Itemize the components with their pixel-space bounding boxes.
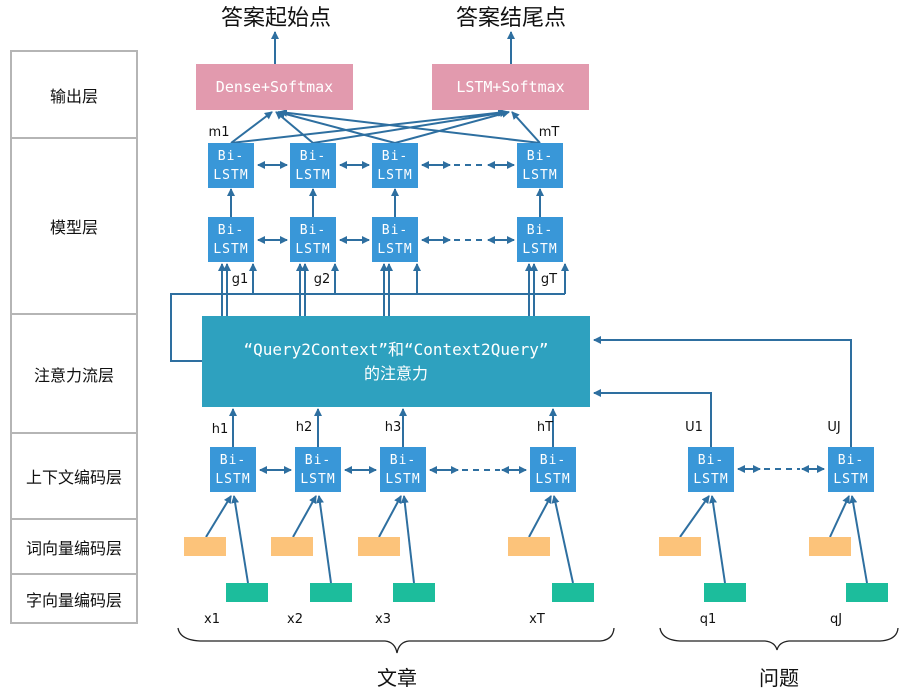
bilstm-model1-3: Bi- LSTM bbox=[372, 143, 418, 188]
char-embed-x3 bbox=[393, 583, 435, 602]
cell-line1: Bi- bbox=[526, 148, 554, 164]
label-qJ: qJ bbox=[829, 612, 843, 627]
label-UJ: UJ bbox=[827, 420, 841, 435]
label-U1: U1 bbox=[685, 420, 703, 435]
cell-line2: LSTM bbox=[522, 241, 558, 257]
label-m1: m1 bbox=[208, 125, 230, 140]
bilstm-context-2: Bi- LSTM bbox=[295, 447, 341, 492]
cell-line2: LSTM bbox=[377, 167, 413, 183]
bilstm-question-J: Bi- LSTM bbox=[828, 447, 874, 492]
label-x2: x2 bbox=[287, 612, 303, 627]
cell-line2: LSTM bbox=[213, 167, 249, 183]
cell-line1: Bi- bbox=[837, 452, 865, 468]
cell-line2: LSTM bbox=[385, 471, 421, 487]
label-g2: g2 bbox=[313, 272, 331, 287]
cell-line2: LSTM bbox=[693, 471, 729, 487]
lstm-softmax-box: LSTM+Softmax bbox=[432, 64, 589, 110]
bilstm-model1-1: Bi- LSTM bbox=[208, 143, 254, 188]
label-gT: gT bbox=[540, 272, 558, 287]
layer-char-embed: 字向量编码层 bbox=[25, 590, 122, 610]
cell-line2: LSTM bbox=[535, 471, 571, 487]
cell-line1: Bi- bbox=[219, 452, 247, 468]
cell-line1: Bi- bbox=[539, 452, 567, 468]
char-embed-qJ bbox=[846, 583, 888, 602]
bilstm-model2-2: Bi- LSTM bbox=[290, 217, 336, 262]
bilstm-model2-1: Bi- LSTM bbox=[208, 217, 254, 262]
bilstm-model2-3: Bi- LSTM bbox=[372, 217, 418, 262]
attention-flow-box: “Query2Context”和“Context2Query” 的注意力 bbox=[202, 316, 590, 407]
label-xT: xT bbox=[529, 612, 545, 627]
cell-line1: Bi- bbox=[381, 222, 409, 238]
cell-line2: LSTM bbox=[295, 167, 331, 183]
char-embed-q1 bbox=[704, 583, 746, 602]
layer-contextual-embed: 上下文编码层 bbox=[12, 434, 136, 520]
bilstm-question-1: Bi- LSTM bbox=[688, 447, 734, 492]
bilstm-context-1: Bi- LSTM bbox=[210, 447, 256, 492]
question-group-label: 问题 bbox=[759, 666, 799, 690]
layer-table: 输出层 模型层 注意力流层 上下文编码层 词向量编码层 字向量编码层 bbox=[10, 50, 138, 624]
dense-softmax-box: Dense+Softmax bbox=[196, 64, 353, 110]
char-embed-xT bbox=[552, 583, 594, 602]
cell-line1: Bi- bbox=[381, 148, 409, 164]
answer-start-title: 答案起始点 bbox=[220, 6, 332, 31]
bilstm-model1-T: Bi- LSTM bbox=[517, 143, 563, 188]
bilstm-model1-2: Bi- LSTM bbox=[290, 143, 336, 188]
label-x3: x3 bbox=[375, 612, 391, 627]
char-embed-x2 bbox=[310, 583, 352, 602]
cell-line1: Bi- bbox=[526, 222, 554, 238]
question-brace bbox=[659, 627, 899, 651]
bilstm-context-3: Bi- LSTM bbox=[380, 447, 426, 492]
cell-line2: LSTM bbox=[295, 241, 331, 257]
label-hT: hT bbox=[536, 420, 554, 435]
attention-line2: 的注意力 bbox=[363, 363, 428, 383]
layer-word-embed: 词向量编码层 bbox=[12, 520, 136, 575]
attention-line1: “Query2Context”和“Context2Query” bbox=[243, 339, 549, 359]
word-embed-x1 bbox=[184, 537, 226, 556]
cell-line1: Bi- bbox=[217, 222, 245, 238]
label-h2: h2 bbox=[295, 420, 313, 435]
context-brace bbox=[177, 627, 615, 654]
bilstm-context-T: Bi- LSTM bbox=[530, 447, 576, 492]
cell-line2: LSTM bbox=[522, 167, 558, 183]
layer-attention-flow: 注意力流层 bbox=[12, 315, 136, 434]
label-mT: mT bbox=[538, 125, 560, 140]
layer-output: 输出层 bbox=[12, 52, 136, 139]
label-g1: g1 bbox=[231, 272, 249, 287]
cell-line2: LSTM bbox=[213, 241, 249, 257]
cell-line1: Bi- bbox=[299, 222, 327, 238]
cell-line2: LSTM bbox=[215, 471, 251, 487]
label-x1: x1 bbox=[204, 612, 220, 627]
cell-line2: LSTM bbox=[377, 241, 413, 257]
word-embed-x2 bbox=[271, 537, 313, 556]
char-embed-x1 bbox=[226, 583, 268, 602]
cell-line1: Bi- bbox=[389, 452, 417, 468]
bilstm-model2-T: Bi- LSTM bbox=[517, 217, 563, 262]
word-embed-q1 bbox=[659, 537, 701, 556]
label-h3: h3 bbox=[384, 420, 402, 435]
cell-line1: Bi- bbox=[697, 452, 725, 468]
word-embed-qJ bbox=[809, 537, 851, 556]
cell-line1: Bi- bbox=[217, 148, 245, 164]
cell-line2: LSTM bbox=[300, 471, 336, 487]
word-embed-x3 bbox=[358, 537, 400, 556]
answer-end-title: 答案结尾点 bbox=[455, 6, 567, 31]
layer-modeling: 模型层 bbox=[12, 139, 136, 315]
cell-line1: Bi- bbox=[304, 452, 332, 468]
context-group-label: 文章 bbox=[377, 666, 417, 690]
label-q1: q1 bbox=[699, 612, 717, 627]
cell-line1: Bi- bbox=[299, 148, 327, 164]
word-embed-xT bbox=[508, 537, 550, 556]
label-h1: h1 bbox=[211, 422, 229, 437]
cell-line2: LSTM bbox=[833, 471, 869, 487]
